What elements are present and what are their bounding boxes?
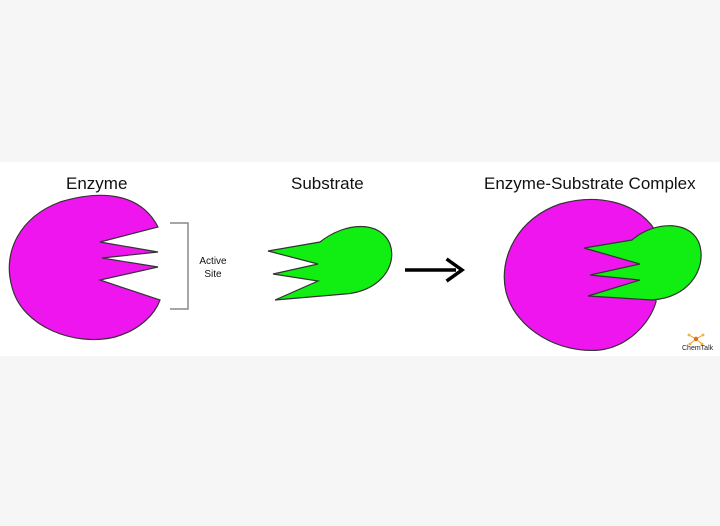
substrate-label: Substrate (291, 174, 364, 193)
reaction-arrow-head (445, 257, 466, 283)
substrate-shape (267, 225, 393, 301)
active-site-label-line1: Active (199, 256, 227, 267)
enzyme-label: Enzyme (66, 174, 128, 193)
complex-enzyme-shape (503, 198, 657, 352)
chemtalk-atom-icon (687, 333, 705, 346)
logo-text: ChemTalk (682, 345, 714, 352)
enzyme-diagram: Enzyme Substrate Enzyme-Substrate Comple… (0, 162, 720, 356)
diagram-canvas (8, 194, 702, 352)
complex-substrate-shape (583, 225, 702, 301)
enzyme-substrate-complex-label: Enzyme-Substrate Complex (484, 174, 696, 193)
bottom-background-band (0, 356, 720, 526)
active-site-label-line2: Site (204, 269, 222, 280)
active-site-bracket (170, 222, 189, 310)
top-background-band (0, 0, 720, 162)
enzyme-shape (8, 194, 161, 341)
active-site-label: Active Site (191, 255, 235, 281)
chemtalk-logo: ChemTalk (676, 332, 720, 354)
